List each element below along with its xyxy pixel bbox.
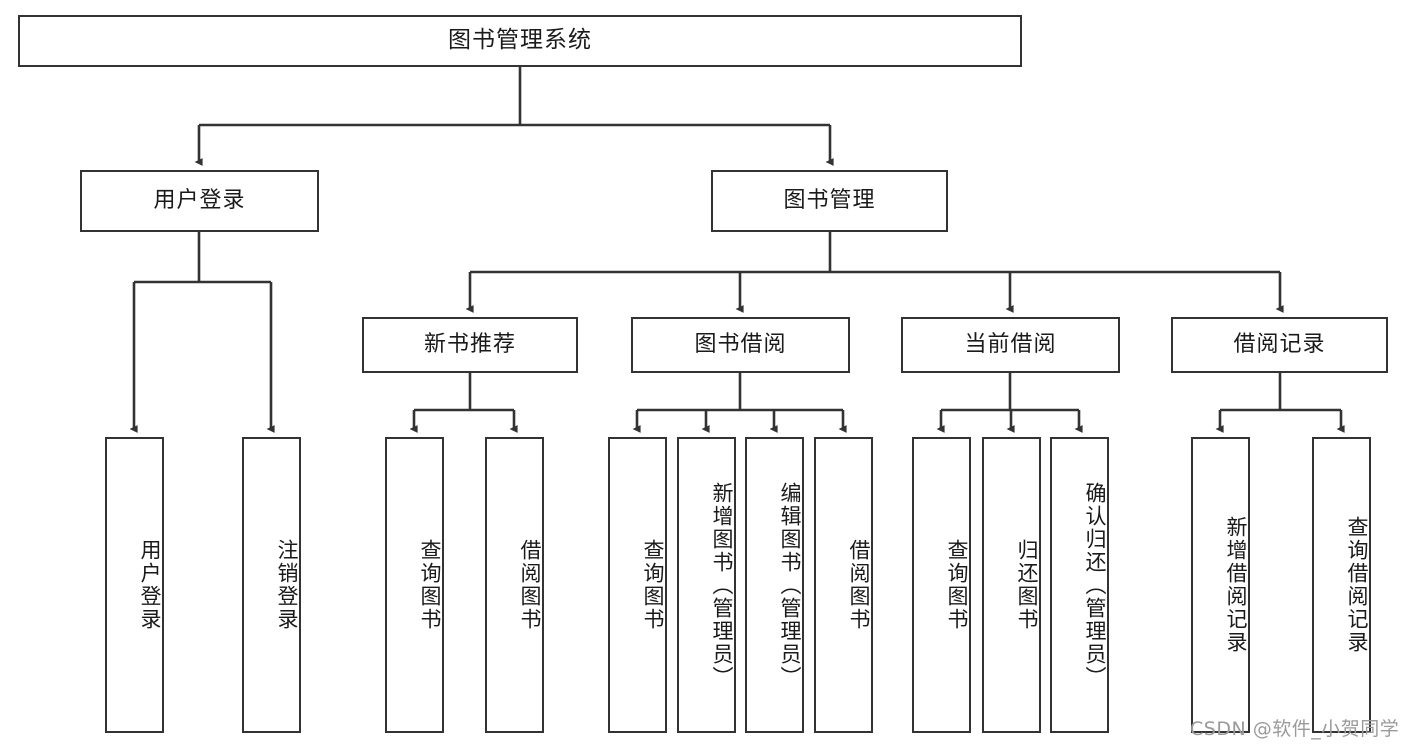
node-label: 图书管理系统 — [448, 27, 592, 54]
leaf-borrow-add-book-admin[interactable]: 新增图书（管理员） — [677, 437, 736, 733]
node-root-book-management-system[interactable]: 图书管理系统 — [18, 15, 1022, 67]
leaf-user-login[interactable]: 用户登录 — [105, 437, 164, 733]
node-user-login[interactable]: 用户登录 — [80, 170, 319, 232]
node-label: 查询借阅记录 — [1345, 516, 1369, 654]
node-label: 编辑图书（管理员） — [778, 481, 802, 689]
node-label: 借阅记录 — [1233, 331, 1326, 357]
node-book-borrow[interactable]: 图书借阅 — [631, 317, 850, 373]
node-label: 查询图书 — [418, 539, 442, 631]
node-label: 注销登录 — [275, 539, 299, 631]
node-label: 归还图书 — [1015, 539, 1039, 631]
node-label: 借阅图书 — [518, 539, 542, 631]
leaf-recommend-query-book[interactable]: 查询图书 — [385, 437, 444, 733]
leaf-current-query-book[interactable]: 查询图书 — [912, 437, 971, 733]
node-label: 新增图书（管理员） — [710, 481, 734, 689]
node-current-borrow[interactable]: 当前借阅 — [901, 317, 1120, 373]
node-label: 借阅图书 — [847, 539, 871, 631]
leaf-borrow-edit-book-admin[interactable]: 编辑图书（管理员） — [745, 437, 804, 733]
leaf-logout-login[interactable]: 注销登录 — [242, 437, 301, 733]
node-borrow-record[interactable]: 借阅记录 — [1171, 317, 1388, 373]
node-label: 当前借阅 — [964, 331, 1057, 357]
leaf-current-return-book[interactable]: 归还图书 — [982, 437, 1041, 733]
leaf-borrow-borrow-book[interactable]: 借阅图书 — [814, 437, 873, 733]
node-label: 用户登录 — [138, 539, 162, 631]
leaf-record-add-borrow-record[interactable]: 新增借阅记录 — [1191, 437, 1250, 733]
csdn-watermark: CSDN @软件_小贺同学 — [1190, 714, 1399, 741]
node-label: 图书借阅 — [694, 331, 787, 357]
node-new-book-recommend[interactable]: 新书推荐 — [362, 317, 578, 373]
node-book-management[interactable]: 图书管理 — [711, 170, 948, 232]
leaf-record-query-borrow-record[interactable]: 查询借阅记录 — [1312, 437, 1371, 733]
node-label: 新书推荐 — [423, 331, 516, 357]
leaf-recommend-borrow-book[interactable]: 借阅图书 — [485, 437, 544, 733]
leaf-borrow-query-book[interactable]: 查询图书 — [608, 437, 667, 733]
watermark-text: CSDN @软件_小贺同学 — [1190, 718, 1400, 740]
node-label: 确认归还（管理员） — [1083, 481, 1107, 689]
node-label: 新增借阅记录 — [1224, 516, 1248, 654]
leaf-current-confirm-return-admin[interactable]: 确认归还（管理员） — [1050, 437, 1109, 733]
node-label: 查询图书 — [641, 539, 665, 631]
node-label: 用户登录 — [153, 187, 246, 213]
node-label: 查询图书 — [945, 539, 969, 631]
node-label: 图书管理 — [783, 187, 876, 213]
